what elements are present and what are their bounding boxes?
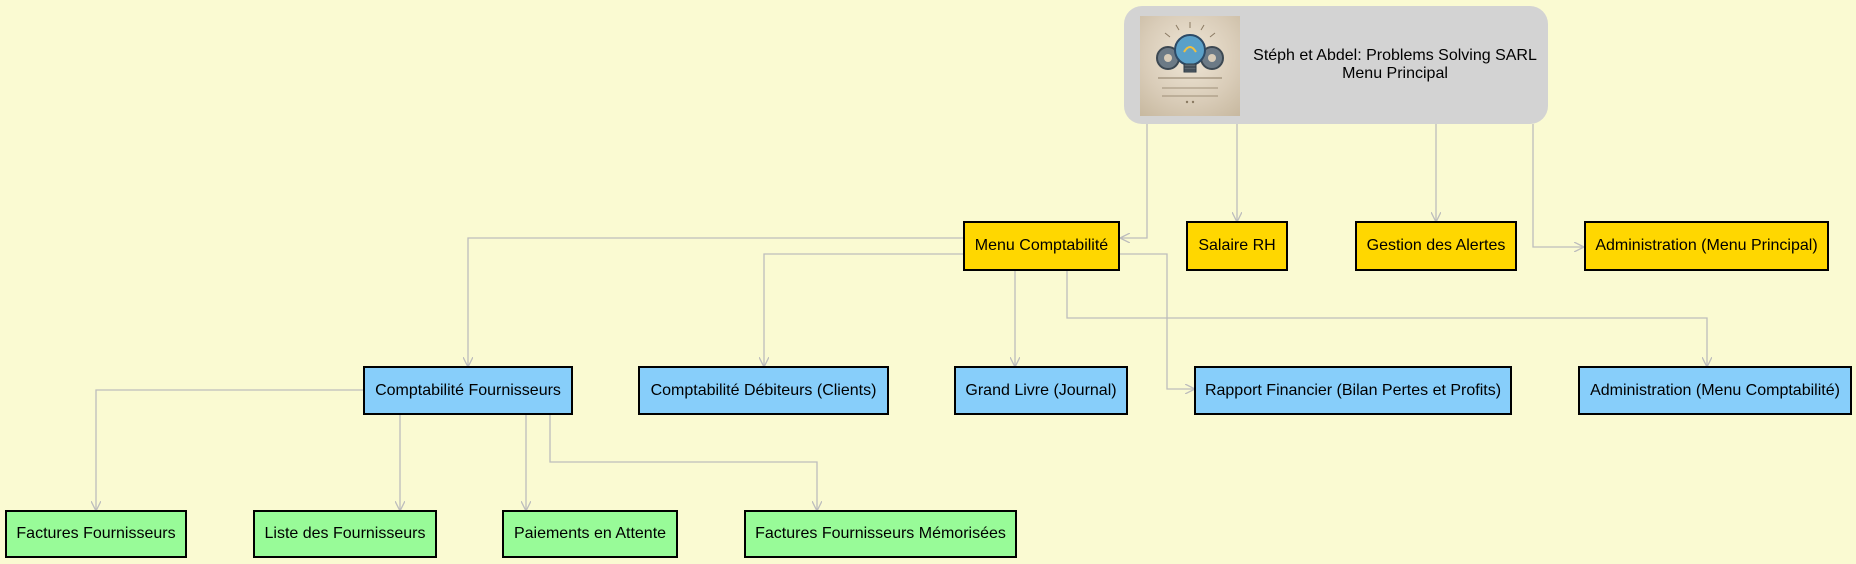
lightbulb-gears-icon [1156,22,1224,104]
node-comptabilite-debiteurs[interactable]: Comptabilité Débiteurs (Clients) [638,366,889,415]
menu-subtitle: Menu Principal [1342,65,1448,82]
node-grand-livre[interactable]: Grand Livre (Journal) [954,366,1128,415]
node-liste-fournisseurs[interactable]: Liste des Fournisseurs [253,510,437,558]
edge-root-to-administration-principal [1532,124,1583,247]
edge-menu-to-comptabilite-fournisseurs [468,237,963,366]
edge-fournisseurs-to-memorisees [549,414,817,510]
company-logo [1140,16,1240,116]
node-gestion-alertes[interactable]: Gestion des Alertes [1355,221,1517,271]
node-paiements-en-attente[interactable]: Paiements en Attente [502,510,678,558]
edge-menu-to-comptabilite-debiteurs [764,253,963,366]
root-node-menu-principal[interactable]: Stéph et Abdel: Problems Solving SARL Me… [1124,6,1548,124]
root-title-block: Stéph et Abdel: Problems Solving SARL Me… [1242,6,1548,124]
node-factures-fournisseurs[interactable]: Factures Fournisseurs [5,510,187,558]
edge-menu-to-administration-comptabilite [1066,271,1707,366]
node-salaire-rh[interactable]: Salaire RH [1186,221,1288,271]
node-comptabilite-fournisseurs[interactable]: Comptabilité Fournisseurs [363,366,573,415]
edge-menu-to-rapport-financier [1119,253,1194,389]
node-rapport-financier[interactable]: Rapport Financier (Bilan Pertes et Profi… [1194,366,1512,415]
company-title: Stéph et Abdel: Problems Solving SARL [1253,47,1537,64]
node-administration-menu-principal[interactable]: Administration (Menu Principal) [1584,221,1829,271]
edge-root-to-menu-comptabilite [1121,124,1148,238]
node-factures-memorisees[interactable]: Factures Fournisseurs Mémorisées [744,510,1017,558]
edge-fournisseurs-to-factures [96,389,363,510]
node-menu-comptabilite[interactable]: Menu Comptabilité [963,221,1120,271]
node-administration-menu-comptabilite[interactable]: Administration (Menu Comptabilité) [1578,366,1852,415]
